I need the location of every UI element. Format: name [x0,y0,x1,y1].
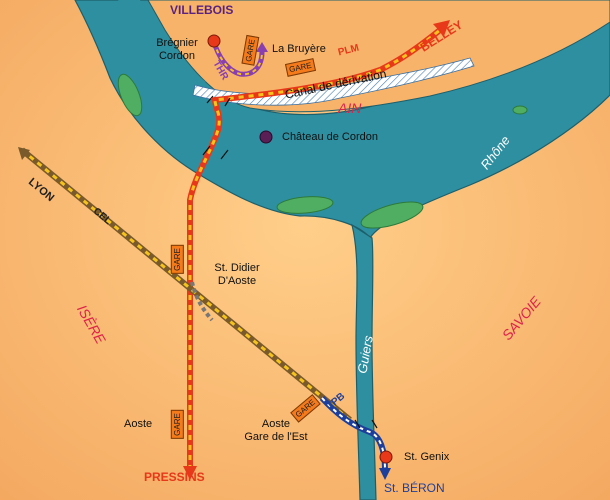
region-ain: AIN [338,100,362,116]
label-aoste-gare-est: Aoste Gare de l'Est [236,418,316,444]
label-pressins: PRESSINS [144,470,205,484]
bregnier-line2: Cordon [158,50,196,62]
st-didier-branch [190,281,214,322]
st-genix-station [379,450,393,464]
st-didier-line2: D'Aoste [217,275,257,287]
island-4 [512,105,528,115]
gare-aoste: GARE [170,410,184,439]
label-villebois: VILLEBOIS [170,3,234,17]
ain-land [147,0,610,113]
gare-st-didier: GARE [170,245,184,274]
arrow-la-bruyere [256,42,268,52]
arrow-lyon [18,147,30,160]
inner-river-strip [118,0,206,83]
label-st-genix: St. Genix [404,451,450,463]
label-st-didier: St. Didier D'Aoste [202,262,272,288]
arrow-pressins [183,466,197,480]
label-aoste: Aoste [124,418,153,430]
island-3 [360,201,424,229]
label-la-bruyere: La Bruyère [272,43,326,55]
aoste-est-line1: Aoste [261,418,291,430]
island-2 [276,196,334,214]
aoste-est-line2: Gare de l'Est [244,431,308,443]
arrow-belley [433,20,450,36]
label-bregnier-cordon: Brégnier Cordon [146,37,208,63]
plm-line [187,27,442,470]
bridges [202,95,378,429]
st-didier-line1: St. Didier [214,262,260,274]
bregnier-line1: Brégnier [156,37,198,49]
island-1 [117,73,143,117]
bregnier-cordon-station [207,34,221,48]
chateau-de-cordon-marker [259,130,273,144]
arrow-st-beron [379,468,391,480]
label-chateau-de-cordon: Château de Cordon [282,131,379,143]
label-st-beron: St. BÉRON [384,481,445,495]
